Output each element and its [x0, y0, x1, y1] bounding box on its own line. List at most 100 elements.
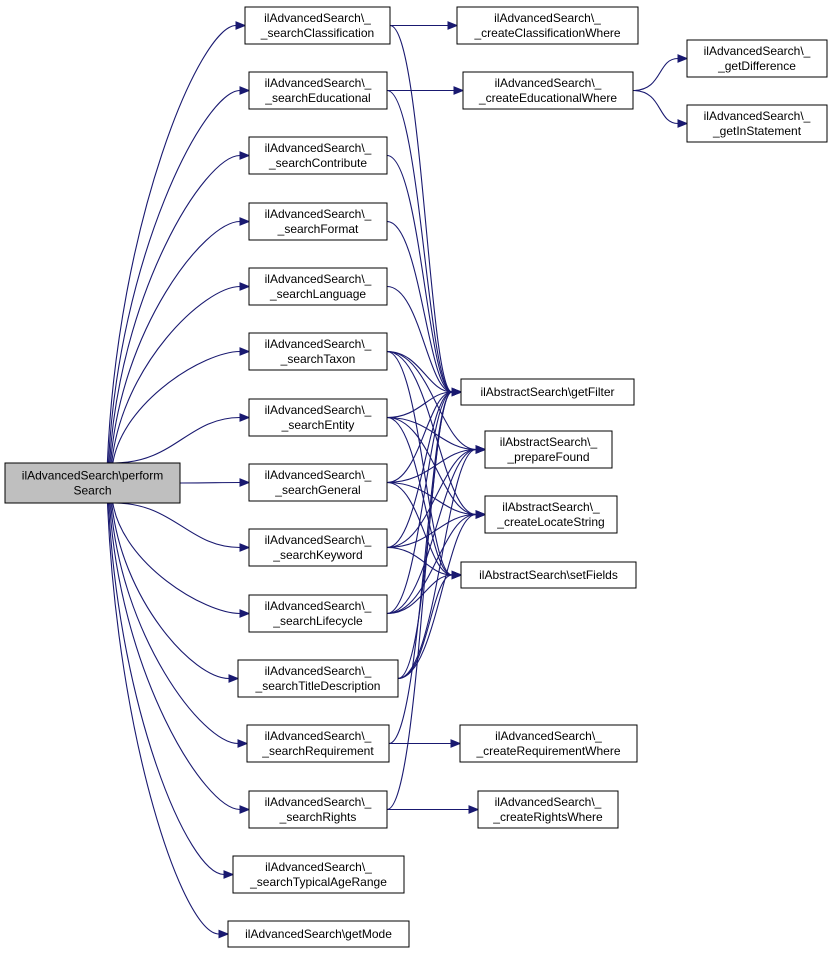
edge-line	[386, 391, 453, 811]
edge-root-to-sedu	[107, 86, 251, 464]
edge-line	[112, 502, 241, 615]
arrowhead	[239, 86, 251, 95]
node-label-line: ilAdvancedSearch\_	[265, 533, 372, 547]
edge-root-to-stax	[112, 347, 251, 464]
node-crig[interactable]: ilAdvancedSearch\__createRightsWhere	[477, 790, 619, 829]
arrowhead	[218, 929, 230, 939]
edge-line	[397, 574, 453, 680]
edge-line	[386, 350, 477, 451]
node-gfilt[interactable]: ilAbstractSearch\getFilter	[460, 378, 635, 406]
edge-line	[386, 89, 453, 393]
node-box	[686, 104, 828, 143]
node-gdiff[interactable]: ilAdvancedSearch\__getDifference	[686, 39, 828, 78]
node-label-line: ilAdvancedSearch\_	[265, 860, 372, 874]
node-scon[interactable]: ilAdvancedSearch\__searchContribute	[248, 136, 388, 175]
arrowhead	[239, 151, 251, 160]
node-stax[interactable]: ilAdvancedSearch\__searchTaxon	[248, 332, 388, 371]
node-label-line: _searchLanguage	[269, 287, 366, 301]
node-box	[248, 71, 388, 110]
arrowhead	[447, 21, 459, 30]
edge-line	[386, 448, 477, 549]
node-slife[interactable]: ilAdvancedSearch\__searchLifecycle	[248, 594, 388, 633]
edge-line	[386, 285, 453, 393]
node-label-line: ilAdvancedSearch\_	[495, 76, 602, 90]
node-box	[460, 378, 635, 406]
node-box	[248, 136, 388, 175]
node-sreq[interactable]: ilAdvancedSearch\__searchRequirement	[246, 724, 390, 763]
node-label-line: ilAdvancedSearch\perform	[22, 469, 163, 483]
edge-line	[386, 391, 453, 549]
node-skey[interactable]: ilAdvancedSearch\__searchKeyword	[248, 528, 388, 567]
node-sedu[interactable]: ilAdvancedSearch\__searchEducational	[248, 71, 388, 110]
node-label-line: _createClassificationWhere	[473, 26, 620, 40]
edge-root-to-sent	[113, 413, 251, 464]
node-label-line: _searchRequirement	[261, 744, 374, 758]
node-label-line: ilAbstractSearch\_	[500, 435, 598, 449]
edge-line	[111, 285, 241, 464]
node-srig[interactable]: ilAdvancedSearch\__searchRights	[248, 790, 388, 829]
edge-line	[386, 391, 453, 615]
arrowhead	[239, 805, 251, 814]
edge-line	[111, 502, 230, 680]
node-label-line: _prepareFound	[506, 450, 589, 464]
arrowhead	[223, 870, 235, 879]
edge-root-to-sreq	[110, 502, 249, 748]
arrowhead	[239, 543, 251, 552]
edge-line	[106, 24, 237, 464]
edge-line	[386, 513, 477, 615]
node-label-line: ilAdvancedSearch\_	[494, 11, 601, 25]
node-sgen[interactable]: ilAdvancedSearch\__searchGeneral	[248, 463, 388, 502]
edge-root-to-scon	[108, 151, 251, 464]
node-cedu[interactable]: ilAdvancedSearch\__createEducationalWher…	[462, 71, 634, 110]
edge-line	[386, 154, 453, 393]
edge-line	[179, 481, 241, 484]
node-label-line: ilAdvancedSearch\_	[265, 141, 372, 155]
node-label-line: _createLocateString	[496, 515, 604, 529]
edge-line	[113, 416, 241, 464]
edge-cedu-to-gdiff	[632, 54, 689, 92]
node-box	[477, 790, 619, 829]
edge-line	[386, 448, 477, 615]
node-sfld[interactable]: ilAbstractSearch\setFields	[460, 561, 637, 589]
edge-line	[386, 481, 453, 576]
node-box	[232, 855, 405, 894]
node-sent[interactable]: ilAdvancedSearch\__searchEntity	[248, 398, 388, 437]
node-label-line: _searchLifecycle	[272, 614, 363, 628]
edge-srig-to-gfilt	[386, 387, 463, 811]
node-gmode[interactable]: ilAdvancedSearch\getMode	[227, 920, 410, 948]
node-creq[interactable]: ilAdvancedSearch\__createRequirementWher…	[459, 724, 638, 763]
node-sclass[interactable]: ilAdvancedSearch\__searchClassification	[244, 6, 391, 45]
node-pfound[interactable]: ilAbstractSearch\__prepareFound	[484, 430, 613, 469]
node-std[interactable]: ilAdvancedSearch\__searchTitleDescriptio…	[237, 659, 399, 698]
node-cclass[interactable]: ilAdvancedSearch\__createClassificationW…	[456, 6, 639, 45]
edge-sedu-to-gfilt	[386, 89, 463, 397]
node-box	[459, 724, 638, 763]
node-label-line: ilAdvancedSearch\_	[495, 729, 602, 743]
edge-sedu-to-cedu	[386, 86, 465, 95]
edge-std-to-pfound	[397, 445, 487, 680]
node-label-line: _createRequirementWhere	[475, 744, 620, 758]
edge-line	[113, 502, 241, 549]
arrowhead	[235, 21, 247, 30]
node-slang[interactable]: ilAdvancedSearch\__searchLanguage	[248, 267, 388, 306]
arrowhead	[239, 217, 251, 226]
node-label-line: ilAbstractSearch\_	[502, 500, 600, 514]
edge-root-to-slife	[112, 502, 251, 618]
node-sfmt[interactable]: ilAdvancedSearch\__searchFormat	[248, 202, 388, 241]
node-gin[interactable]: ilAdvancedSearch\__getInStatement	[686, 104, 828, 143]
edge-sent-to-cloc	[386, 416, 487, 519]
node-label-line: ilAdvancedSearch\_	[265, 468, 372, 482]
node-box	[456, 6, 639, 45]
node-label-line: ilAdvancedSearch\_	[265, 664, 372, 678]
node-label-line: ilAdvancedSearch\_	[264, 11, 371, 25]
node-box	[248, 790, 388, 829]
arrowhead	[451, 387, 463, 397]
node-label-line: _searchTaxon	[280, 352, 356, 366]
arrowhead	[677, 54, 689, 63]
node-sage[interactable]: ilAdvancedSearch\__searchTypicalAgeRange	[232, 855, 405, 894]
node-cloc[interactable]: ilAbstractSearch\__createLocateString	[484, 495, 618, 534]
edge-line	[386, 220, 453, 393]
nodes-layer: ilAdvancedSearch\performSearchilAdvanced…	[4, 6, 828, 948]
